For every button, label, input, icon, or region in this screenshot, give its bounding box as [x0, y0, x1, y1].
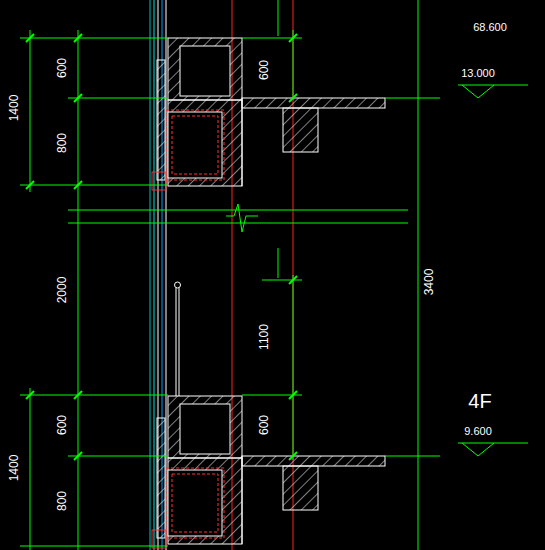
elevation-value: 9.600 — [463, 425, 493, 437]
dimension-value: 600 — [258, 414, 271, 436]
dimension-value: 600 — [56, 57, 69, 79]
dimension-value: 800 — [56, 490, 69, 512]
dimension-value: 600 — [258, 59, 271, 81]
dimension-value: 1400 — [8, 454, 21, 483]
dimension-value: 2000 — [56, 276, 69, 305]
dimension-value: 800 — [56, 132, 69, 154]
elevation-value: 13.000 — [460, 67, 496, 79]
elevation-value: 68.600 — [472, 21, 508, 33]
dimension-value: 3400 — [423, 268, 436, 297]
dimension-value: 1400 — [8, 94, 21, 123]
dimension-value: 1100 — [258, 323, 271, 351]
dimension-value: 600 — [56, 414, 69, 436]
floor-label: 4F — [467, 390, 492, 412]
